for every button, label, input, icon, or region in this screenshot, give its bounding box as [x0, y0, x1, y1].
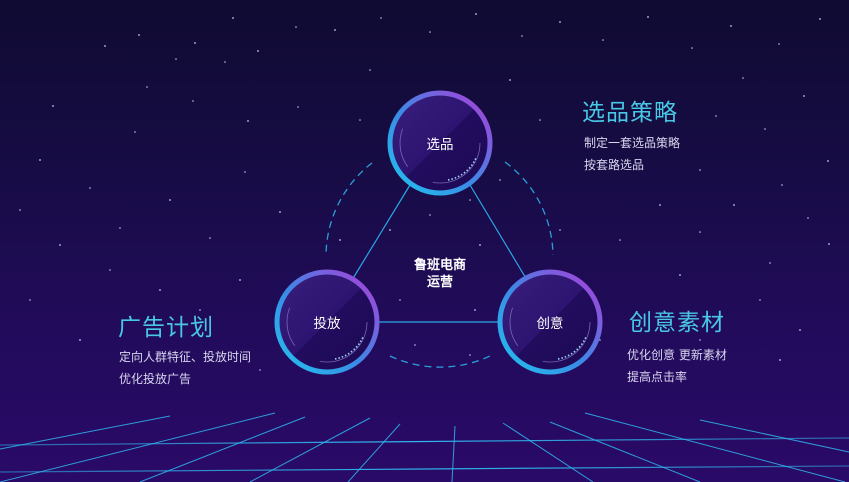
triangle-connectors [351, 184, 528, 323]
desc-line: 按套路选品 [584, 158, 645, 172]
desc-line: 制定一套选品策略 [584, 136, 681, 150]
block-desc: 优化创意 更新素材 提高点击率 [627, 344, 727, 388]
block-desc: 制定一套选品策略 按套路选品 [584, 132, 680, 176]
block-title: 广告计划 [118, 315, 214, 341]
center-label-line2: 运营 [426, 275, 453, 290]
node-label-toufang: 投放 [313, 316, 341, 332]
desc-line: 优化创意 更新素材 [627, 348, 727, 362]
dashed-orbit [325, 161, 554, 368]
node-circle-xuanpin [387, 90, 493, 196]
block-title: 创意素材 [629, 310, 725, 336]
center-label-line1: 鲁班电商 [413, 258, 466, 273]
desc-line: 定向人群特征、投放时间 [119, 350, 252, 364]
node-label-chuangyi: 创意 [536, 316, 564, 332]
desc-line: 提高点击率 [627, 370, 688, 384]
node-circle-toufang [274, 269, 380, 375]
center-label: 鲁班电商 运营 [395, 257, 485, 291]
block-desc: 定向人群特征、投放时间 优化投放广告 [119, 346, 251, 390]
node-label-xuanpin: 选品 [426, 137, 454, 153]
node-circle-chuangyi [497, 269, 603, 375]
block-title: 选品策略 [582, 100, 678, 126]
desc-line: 优化投放广告 [119, 372, 192, 386]
